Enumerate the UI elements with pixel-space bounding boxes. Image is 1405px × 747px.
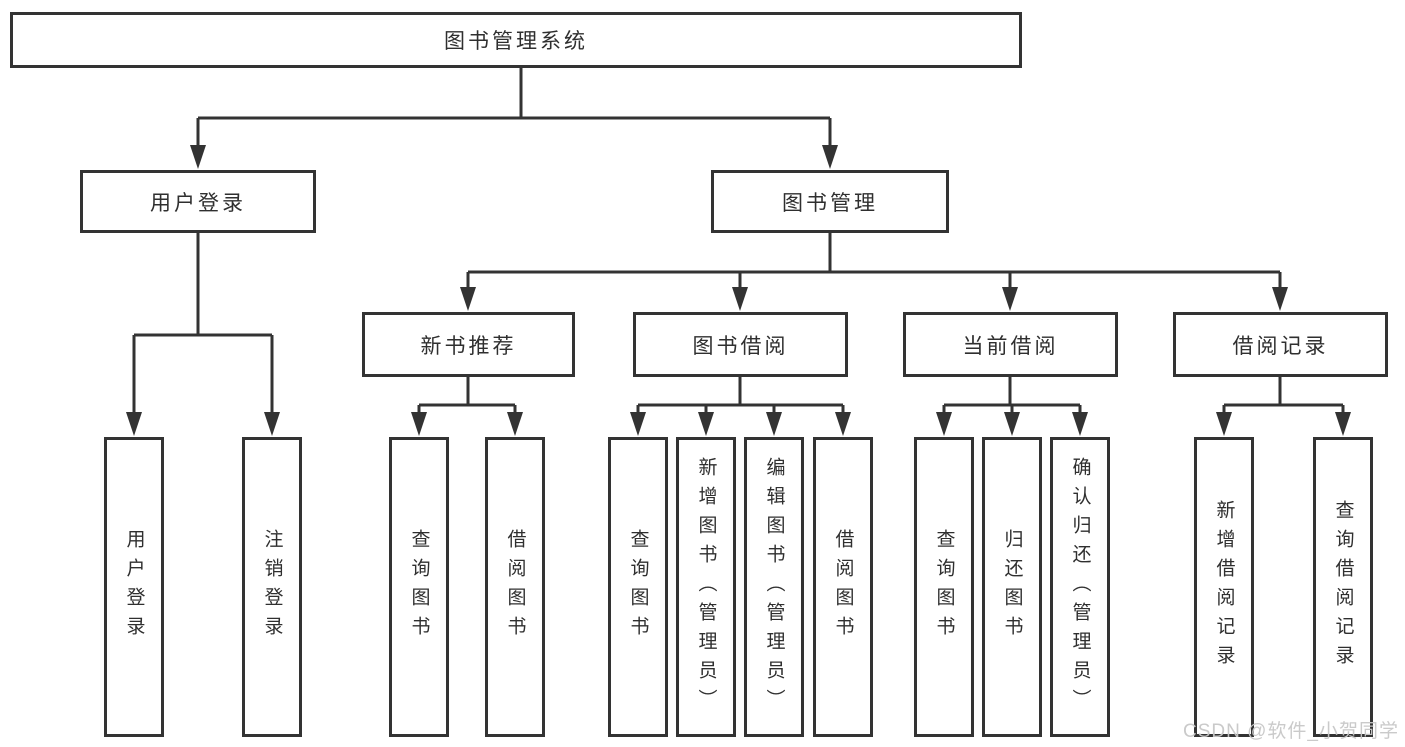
node-borrowing-records: 借阅记录 [1173,312,1388,377]
connector-book-borrow-to-leaves [636,377,845,413]
leaf-user-login: 用户登录 [104,437,164,737]
connector-root-to-level2 [196,68,832,146]
leaf-current-return-books: 归还图书 [982,437,1042,737]
leaf-records-add-record-label: 新增借阅记录 [1213,500,1235,674]
leaf-borrowing-borrow-books-label: 借阅图书 [832,529,854,645]
connector-new-rec-to-leaves [417,377,517,413]
connector-cur-borrow-to-leaves [942,377,1082,413]
leaf-current-confirm-return-label: 确认归还（管理员） [1069,456,1091,718]
leaf-current-query-books: 查询图书 [914,437,974,737]
leaf-records-query-record: 查询借阅记录 [1313,437,1373,737]
connector-book-mgmt-to-level3 [466,233,1282,288]
node-book-management-label: 图书管理 [782,191,878,215]
leaf-records-add-record: 新增借阅记录 [1194,437,1254,737]
node-book-borrowing: 图书借阅 [633,312,848,377]
node-user-login: 用户登录 [80,170,316,233]
node-borrowing-records-label: 借阅记录 [1232,334,1329,358]
connector-records-to-leaves [1222,377,1345,413]
node-library-system: 图书管理系统 [10,12,1022,68]
leaf-borrowing-query-books: 查询图书 [608,437,668,737]
arrowheads [126,145,1351,436]
leaf-logout: 注销登录 [242,437,302,737]
leaf-borrowing-borrow-books: 借阅图书 [813,437,873,737]
leaf-recommend-borrow-books-label: 借阅图书 [504,529,526,645]
leaf-recommend-query-books: 查询图书 [389,437,449,737]
leaf-borrowing-edit-books: 编辑图书（管理员） [744,437,804,737]
leaf-current-return-books-label: 归还图书 [1001,529,1023,645]
leaf-records-query-record-label: 查询借阅记录 [1332,500,1354,674]
connector-user-login-to-leaves [132,233,274,413]
leaf-borrowing-edit-books-label: 编辑图书（管理员） [763,456,785,718]
node-current-borrowing-label: 当前借阅 [962,334,1059,358]
leaf-recommend-query-books-label: 查询图书 [408,529,430,645]
node-book-borrowing-label: 图书借阅 [692,334,789,358]
leaf-borrowing-add-books-label: 新增图书（管理员） [695,456,717,718]
node-current-borrowing: 当前借阅 [903,312,1118,377]
leaf-logout-label: 注销登录 [261,529,283,645]
leaf-borrowing-query-books-label: 查询图书 [627,529,649,645]
leaf-recommend-borrow-books: 借阅图书 [485,437,545,737]
leaf-borrowing-add-books: 新增图书（管理员） [676,437,736,737]
leaf-current-confirm-return: 确认归还（管理员） [1050,437,1110,737]
leaf-user-login-label: 用户登录 [123,529,145,645]
node-book-management: 图书管理 [711,170,949,233]
node-user-login-label: 用户登录 [150,191,246,215]
leaf-current-query-books-label: 查询图书 [933,529,955,645]
csdn-watermark: CSDN @软件_小贺同学 [1183,721,1399,742]
node-new-book-recommend: 新书推荐 [362,312,575,377]
node-library-system-label: 图书管理系统 [444,30,588,53]
node-new-book-recommend-label: 新书推荐 [420,334,517,358]
